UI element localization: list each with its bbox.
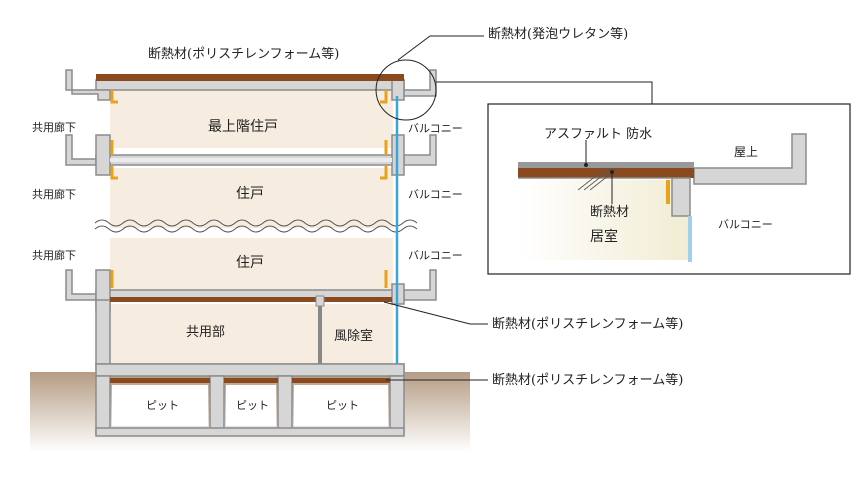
- wall-stub-1: [95, 134, 111, 176]
- slab-insulation-label: 断熱材(ポリスチレンフォーム等): [492, 317, 684, 332]
- roof-insulation-board: [96, 74, 404, 81]
- unit-fill-top: [110, 88, 393, 148]
- break-line: [94, 219, 418, 227]
- balcony-railing-1: [403, 134, 437, 166]
- detail-rooftop-slab: [693, 133, 807, 185]
- corridor-label-top: 共用廊下: [32, 121, 76, 134]
- roof-insulation-label: 断熱材(ポリスチレンフォーム等): [148, 47, 340, 62]
- pit-box-2: [226, 385, 276, 426]
- top-unit-label: 最上階住戸: [208, 119, 278, 135]
- foam-insulation: [380, 90, 388, 104]
- detail-insulation-label: 断熱材: [590, 205, 630, 220]
- pit-box-3: [294, 385, 388, 426]
- foam-insulation-label: 断熱材(発泡ウレタン等): [488, 27, 629, 42]
- pit-insulation-2: [224, 378, 278, 383]
- balcony-label-low: バルコニー: [408, 249, 463, 262]
- common-area-label: 共用部: [186, 325, 226, 340]
- foundation-right: [389, 375, 405, 435]
- corridor-label-low: 共用廊下: [32, 249, 76, 262]
- foundation-mid1: [209, 375, 225, 435]
- foam-insulation: [110, 90, 118, 104]
- unit-label-low: 住戸: [236, 255, 264, 271]
- pit-insulation-label: 断熱材(ポリスチレンフォーム等): [492, 373, 684, 388]
- roof-parapet-left: [65, 69, 111, 101]
- foundation-base: [95, 427, 405, 437]
- foam-insulation: [110, 166, 118, 180]
- corridor-railing-2: [65, 269, 97, 301]
- foundation-mid2: [277, 375, 293, 435]
- foundation-left: [95, 375, 111, 435]
- windbreak-partition: [318, 302, 322, 364]
- pit-label-1: ピット: [146, 399, 179, 412]
- corridor-railing-1: [65, 134, 97, 166]
- pit-box-1: [112, 385, 208, 426]
- foundation-slab: [95, 363, 405, 377]
- detail-room-fill: [518, 180, 690, 260]
- ground-wall-left: [95, 299, 111, 371]
- unit-label-mid: 住戸: [236, 186, 264, 202]
- foam-leader: [397, 35, 484, 61]
- balcony-label-top: バルコニー: [408, 122, 463, 135]
- detail-waterproof: [518, 162, 694, 168]
- detail-waterproof-label: アスファルト 防水: [544, 127, 653, 142]
- balcony-roof-right: [403, 69, 437, 97]
- balcony-railing-2: [403, 269, 437, 301]
- balcony-label-mid: バルコニー: [408, 188, 463, 201]
- corridor-label-mid: 共用廊下: [32, 188, 76, 201]
- pit-label-3: ピット: [326, 399, 359, 412]
- slab-insulation-board: [110, 297, 392, 302]
- common-fill: [110, 304, 393, 364]
- pit-insulation-1: [110, 378, 210, 383]
- pit-insulation-3: [292, 378, 390, 383]
- detail-room-label: 居室: [590, 229, 618, 245]
- unit-fill-low: [110, 238, 393, 290]
- detail-callout-circle: [375, 59, 437, 121]
- windbreak-room-label: 風除室: [334, 329, 374, 344]
- break-line: [94, 225, 418, 233]
- pit-label-2: ピット: [236, 399, 269, 412]
- foam-insulation: [380, 166, 388, 180]
- roof-slab: [95, 79, 405, 91]
- detail-rooftop-label: 屋上: [734, 145, 759, 159]
- detail-balcony-label: バルコニー: [718, 218, 773, 231]
- unit-fill-mid: [110, 168, 393, 228]
- slab-insulation-leader: [383, 301, 488, 325]
- detail-leader: [436, 81, 653, 104]
